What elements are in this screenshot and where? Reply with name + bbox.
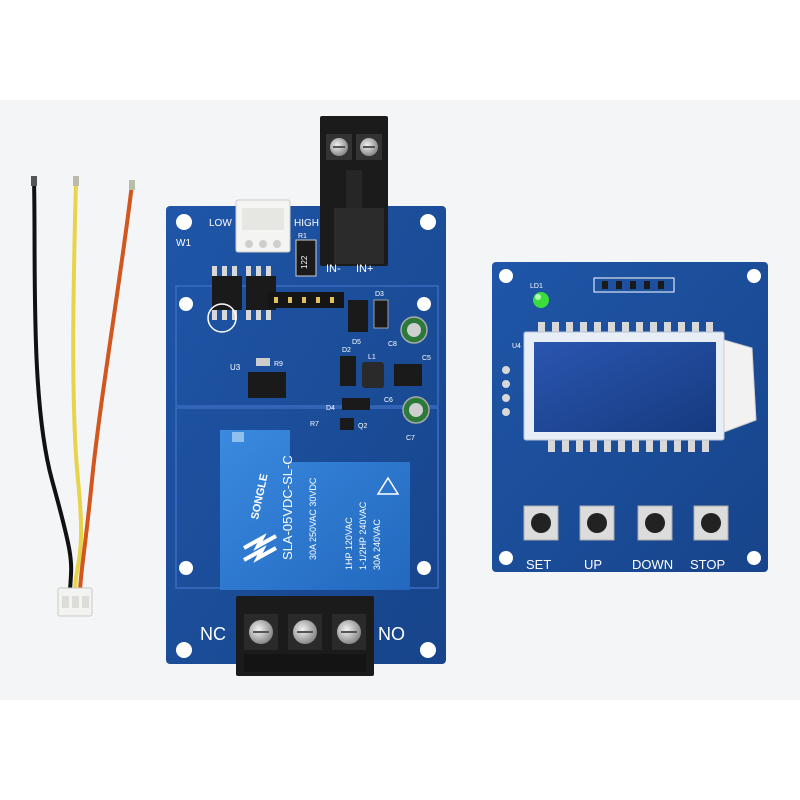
wire-red xyxy=(78,183,134,591)
c5-label: C5 xyxy=(422,355,431,362)
d5-label: D5 xyxy=(352,339,361,346)
relay-model: SLA-05VDC-SL-C xyxy=(280,455,295,560)
stop-label: STOP xyxy=(690,557,725,572)
d4-label: D4 xyxy=(326,405,335,412)
r1-label: R1 xyxy=(298,233,307,240)
d2-label: D2 xyxy=(342,347,351,354)
set-label: SET xyxy=(526,557,551,572)
q2-label: Q2 xyxy=(358,423,367,430)
display-board: LD1 U4 xyxy=(492,262,768,572)
button-set[interactable] xyxy=(523,505,559,541)
c6-label: C6 xyxy=(384,397,393,404)
c7-label: C7 xyxy=(406,435,415,442)
electrolytic-capacitors xyxy=(400,316,430,424)
lcd-display xyxy=(523,331,757,441)
r9-label: R9 xyxy=(274,361,283,368)
wire-black xyxy=(32,179,74,591)
output-terminal xyxy=(236,596,374,676)
songle-logo xyxy=(243,533,277,563)
high-label: HIGH xyxy=(294,218,319,229)
wire-connector xyxy=(57,587,93,617)
status-led xyxy=(533,292,549,308)
relay-rating-1: 30A 250VAC 30VDC xyxy=(308,477,318,560)
in-minus-label: IN- xyxy=(326,263,341,275)
ld1-label: LD1 xyxy=(530,283,543,290)
in-plus-label: IN+ xyxy=(356,263,373,275)
wire-yellow xyxy=(71,179,84,591)
relay-board: LOW HIGH W1 IN- IN+ R1 122 xyxy=(166,116,446,676)
button-down[interactable] xyxy=(637,505,673,541)
u3-label: U3 xyxy=(230,363,241,372)
button-up[interactable] xyxy=(579,505,615,541)
relay-rating-4: 30A 240VAC xyxy=(372,519,382,570)
relay-rating-3: 1-1/2HP 240VAC xyxy=(358,501,368,570)
power-relay: SONGLE SLA-05VDC-SL-C 30A 250VAC 30VDC 1… xyxy=(220,430,410,590)
nc-label: NC xyxy=(200,624,226,644)
d3-label: D3 xyxy=(375,291,384,298)
w1-label: W1 xyxy=(176,238,191,249)
wire-harness xyxy=(31,176,135,617)
header-pins xyxy=(268,292,344,308)
u4-label: U4 xyxy=(512,343,521,350)
down-label: DOWN xyxy=(632,557,673,572)
r1-code: 122 xyxy=(300,255,309,269)
button-stop[interactable] xyxy=(693,505,729,541)
power-input-terminal xyxy=(320,116,388,266)
relay-rating-2: 1HP 120VAC xyxy=(344,517,354,570)
r7-label: R7 xyxy=(310,421,319,428)
c8-label: C8 xyxy=(388,341,397,348)
no-label: NO xyxy=(378,624,405,644)
sensor-connector xyxy=(235,199,291,253)
up-label: UP xyxy=(584,557,602,572)
low-label: LOW xyxy=(209,218,232,229)
l1-label: L1 xyxy=(368,354,376,361)
